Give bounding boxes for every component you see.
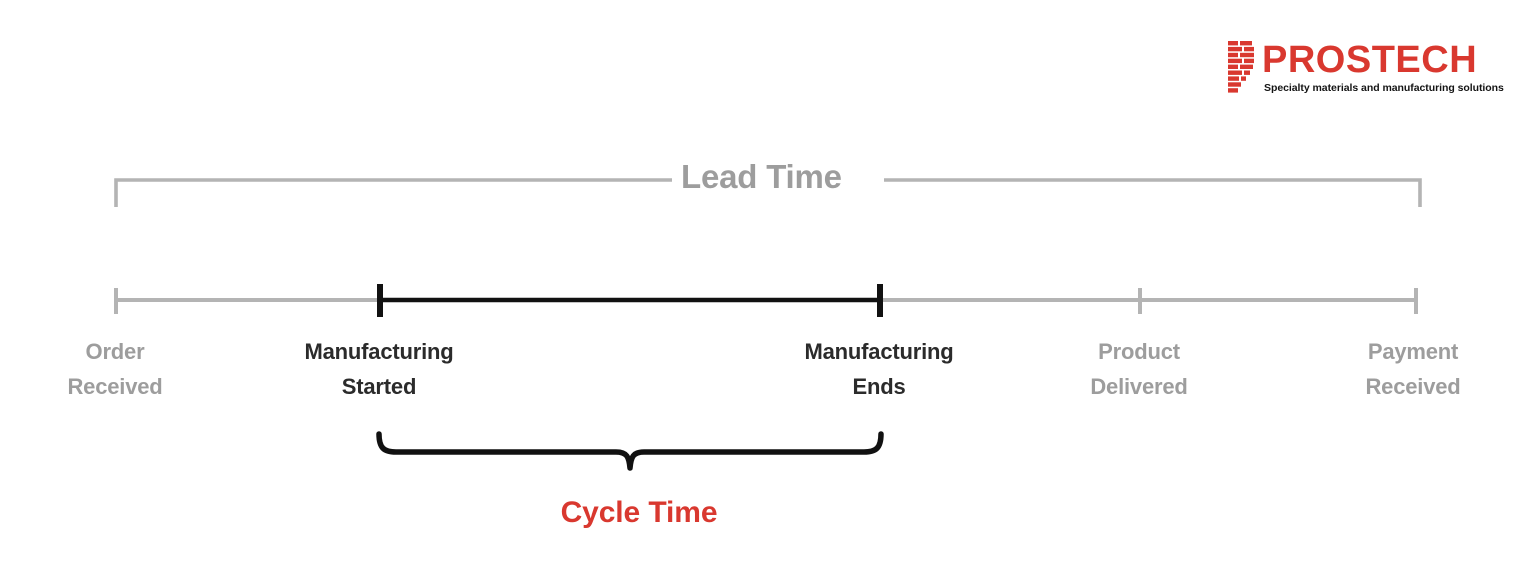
prostech-p-blocks-logo-icon xyxy=(1228,41,1254,93)
milestone-line-2: Delivered xyxy=(1090,374,1188,399)
milestone-line-1: Product xyxy=(1098,339,1180,364)
milestone-label-payment-received: Payment Received xyxy=(1293,334,1533,404)
milestone-line-2: Started xyxy=(341,374,417,399)
milestone-line-1: Manufacturing xyxy=(804,339,954,364)
milestone-line-2: Received xyxy=(1365,374,1461,399)
milestone-line-1: Payment xyxy=(1367,339,1459,364)
lead-time-label: Lead Time xyxy=(681,158,842,195)
brand-wordmark: PROSTECH xyxy=(1262,39,1478,81)
milestone-label-manufacturing-ends: Manufacturing Ends xyxy=(759,334,999,404)
milestone-label-product-delivered: Product Delivered xyxy=(1019,334,1259,404)
milestone-line-1: Manufacturing xyxy=(304,339,454,364)
milestone-line-1: Order xyxy=(85,339,145,364)
cycle-time-brace xyxy=(376,431,884,471)
milestone-label-manufacturing-started: Manufacturing Started xyxy=(259,334,499,404)
prostech-logo: PROSTECH Specialty materials and manufac… xyxy=(1228,38,1504,98)
milestone-line-2: Received xyxy=(67,374,163,399)
brand-tagline: Specialty materials and manufacturing so… xyxy=(1264,82,1504,94)
milestone-label-order-received: Order Received xyxy=(0,334,235,404)
timeline-ticks xyxy=(114,284,1418,317)
cycle-time-label: Cycle Time xyxy=(560,496,718,529)
milestone-line-2: Ends xyxy=(852,374,906,399)
